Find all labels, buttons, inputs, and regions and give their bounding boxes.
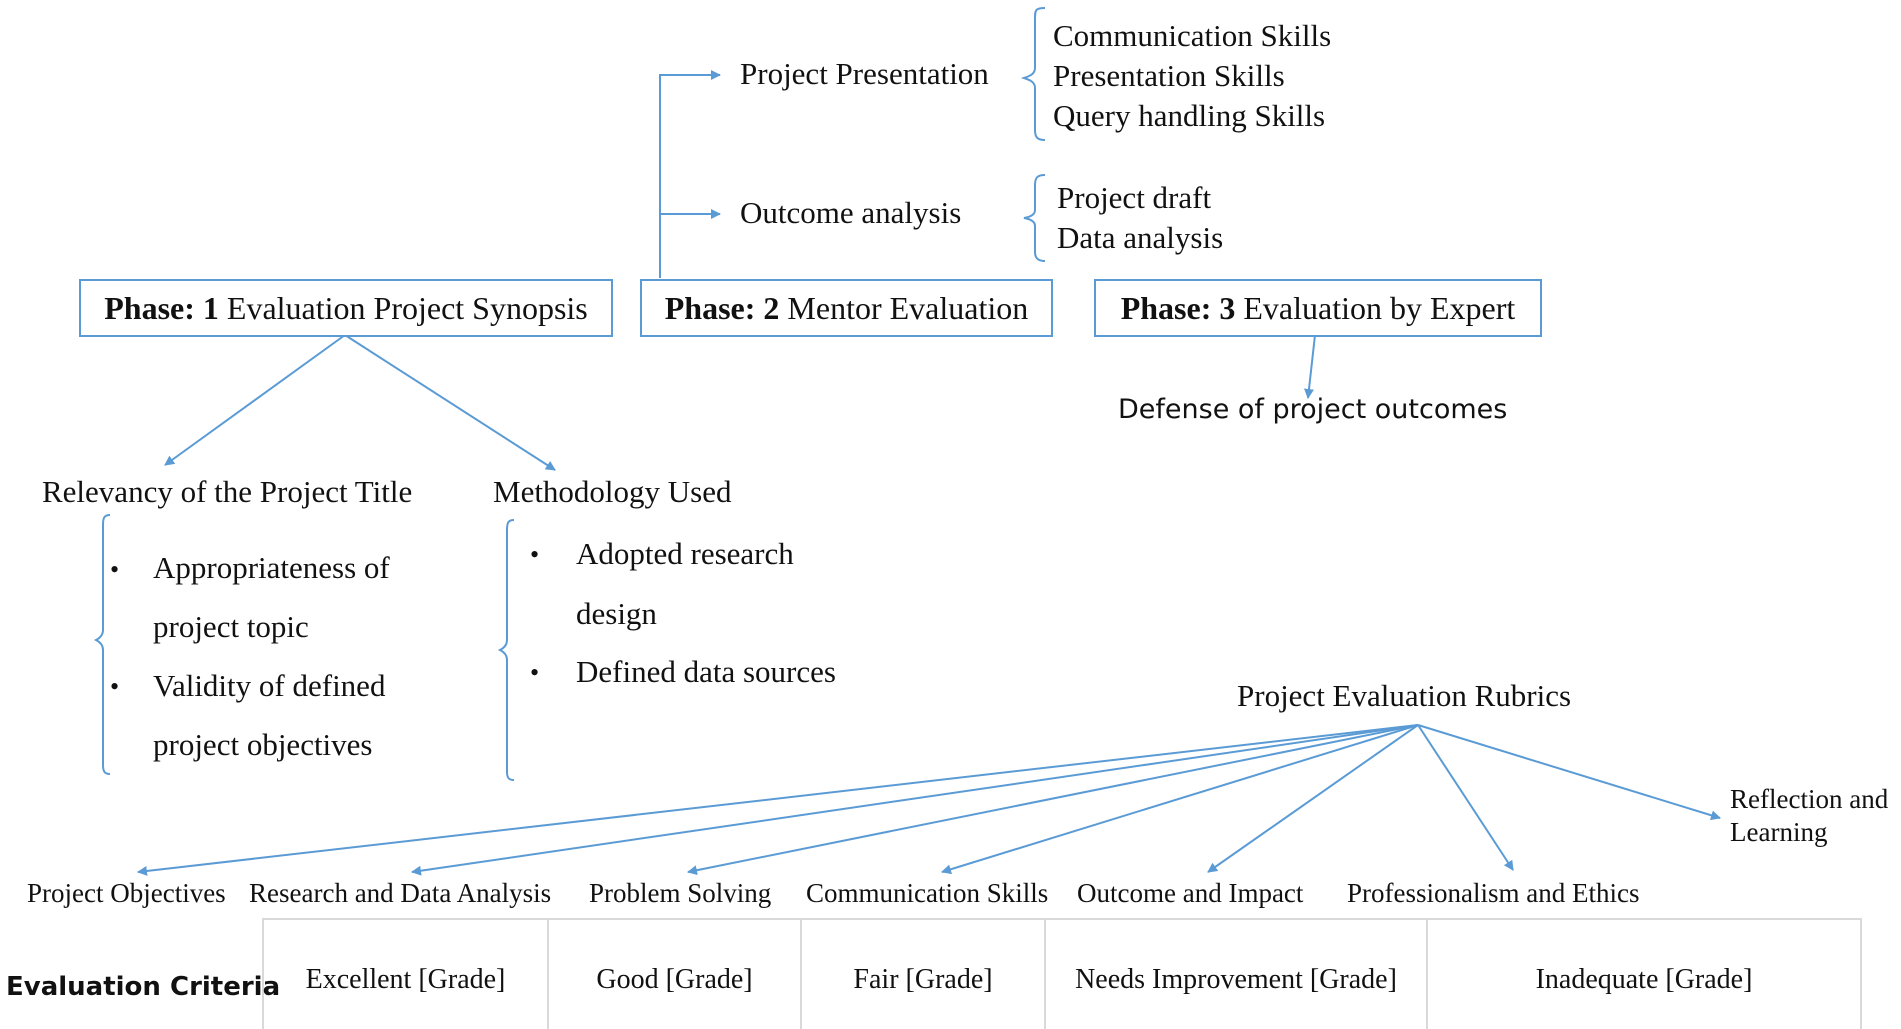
presentation-brace: [1020, 7, 1046, 141]
criteria-top-border: [262, 918, 1862, 920]
rubrics-title: Project Evaluation Rubrics: [1237, 678, 1572, 713]
phase1-left-title: Relevancy of the Project Title: [42, 474, 413, 509]
bullet-dot: •: [110, 555, 120, 584]
criteria-divider: [262, 918, 264, 1029]
phase2-trunk-line: [659, 70, 721, 278]
left-line-4: project objectives: [153, 727, 373, 762]
rubric-item-4: Communication Skills: [806, 878, 1049, 908]
outcome-item-2: Data analysis: [1057, 220, 1224, 255]
project-presentation-label: Project Presentation: [740, 56, 989, 91]
right-line-3: Defined data sources: [576, 654, 836, 689]
phase2-title: Mentor Evaluation: [787, 289, 1029, 326]
grade-good: Good [Grade]: [596, 964, 753, 995]
right-bracket: [497, 519, 515, 781]
criteria-divider: [1860, 918, 1862, 1029]
presentation-item-3: Query handling Skills: [1053, 98, 1326, 133]
rubric-item-5: Outcome and Impact: [1077, 878, 1304, 908]
presentation-item-2: Presentation Skills: [1053, 58, 1285, 93]
rubric-item-1: Project Objectives: [27, 878, 226, 908]
phase1-right-arrow: [344, 334, 556, 471]
rubric-arrow-7: [1417, 724, 1721, 821]
grade-excellent: Excellent [Grade]: [305, 964, 506, 995]
rubric-item-7-line1: Reflection and: [1730, 784, 1889, 814]
outcome-item-1: Project draft: [1057, 180, 1212, 215]
rubric-item-3: Problem Solving: [589, 878, 772, 908]
right-line-1: Adopted research: [576, 536, 794, 571]
phase3-number: Phase: 3: [1120, 289, 1236, 326]
grade-needs-improvement: Needs Improvement [Grade]: [1075, 964, 1397, 995]
outcome-brace: [1023, 174, 1046, 262]
rubric-item-7-line2: Learning: [1730, 817, 1828, 847]
bullet-dot: •: [530, 540, 540, 569]
rubric-arrow-6: [1417, 724, 1514, 871]
criteria-divider: [547, 918, 549, 1029]
rubric-arrow-2: [411, 724, 1419, 876]
criteria-divider: [1426, 918, 1428, 1029]
bullet-dot: •: [110, 672, 120, 701]
left-bracket: [93, 514, 111, 775]
phase3-arrow: [1304, 334, 1316, 399]
rubric-item-6: Professionalism and Ethics: [1347, 878, 1640, 908]
phase3-title: Evaluation by Expert: [1243, 289, 1516, 326]
rubric-arrow-1: [137, 724, 1419, 876]
outcome-analysis-label: Outcome analysis: [740, 195, 962, 230]
phase1-number: Phase: 1: [104, 289, 219, 326]
left-line-1: Appropriateness of: [153, 550, 390, 585]
rubric-arrow-5: [1207, 724, 1419, 873]
left-line-2: project topic: [153, 609, 309, 644]
phase1-right-title: Methodology Used: [493, 474, 732, 509]
grade-fair: Fair [Grade]: [853, 964, 993, 995]
phase3-child-label: Defense of project outcomes: [1118, 394, 1508, 425]
phase1-left-arrow: [164, 334, 346, 466]
presentation-item-1: Communication Skills: [1053, 18, 1332, 53]
rubric-arrow-3: [687, 724, 1419, 876]
evaluation-criteria-label: Evaluation Criteria: [6, 972, 281, 1002]
phase1-title: Evaluation Project Synopsis: [226, 289, 588, 326]
rubric-item-2: Research and Data Analysis: [249, 878, 552, 908]
left-line-3: Validity of defined: [153, 668, 386, 703]
rubric-arrow-4: [941, 724, 1419, 875]
bullet-dot: •: [530, 658, 540, 687]
criteria-divider: [800, 918, 802, 1029]
right-line-2: design: [576, 596, 657, 631]
grade-inadequate: Inadequate [Grade]: [1535, 964, 1753, 995]
criteria-divider: [1044, 918, 1046, 1029]
phase2-number: Phase: 2: [664, 289, 780, 326]
